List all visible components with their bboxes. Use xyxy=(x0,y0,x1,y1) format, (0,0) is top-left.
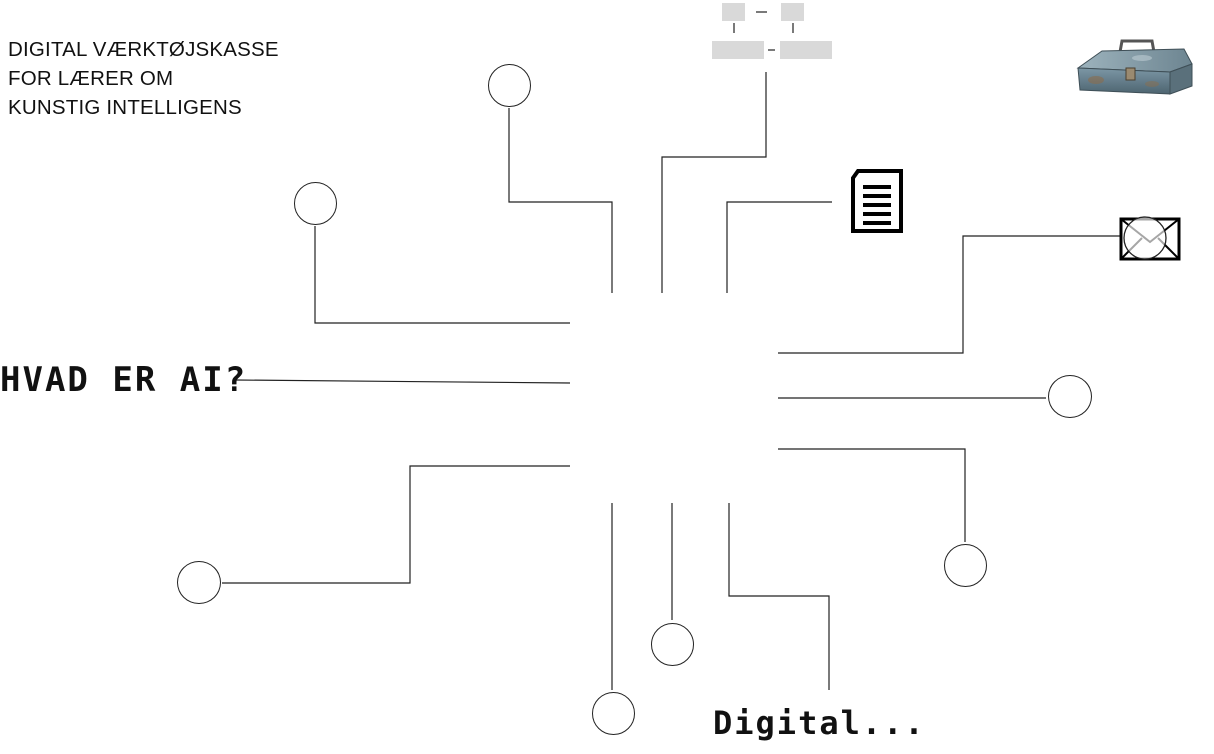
site-title-line: FOR LÆRER OM xyxy=(8,67,174,90)
placeholder-block xyxy=(781,3,804,21)
site-title-line: DIGITAL VÆRKTØJSKASSE xyxy=(8,38,279,61)
connector-line xyxy=(728,503,830,690)
connector-line xyxy=(778,448,966,542)
placeholder-block xyxy=(722,3,745,21)
circuit-node-right[interactable] xyxy=(1048,375,1092,418)
what-is-ai-link[interactable]: HVAD ER AI? xyxy=(0,360,248,400)
placeholder-block xyxy=(780,41,832,59)
toolbox-icon[interactable] xyxy=(1072,38,1196,98)
circuit-node-bottom-left[interactable] xyxy=(592,692,635,735)
circuit-node-left-upper[interactable] xyxy=(294,182,337,225)
connector-line xyxy=(661,72,767,293)
connector-line xyxy=(778,235,1120,354)
connector-line xyxy=(508,108,613,293)
document-icon[interactable] xyxy=(850,168,904,234)
site-title: DIGITAL VÆRKTØJSKASSE FOR LÆRER OM KUNST… xyxy=(8,35,279,122)
circuit-node-bottom-center[interactable] xyxy=(651,623,694,666)
connector-line xyxy=(222,465,570,584)
mail-icon[interactable] xyxy=(1119,216,1181,262)
site-title-line: KUNSTIG INTELLIGENS xyxy=(8,96,242,119)
circuit-node-top-left[interactable] xyxy=(488,64,531,107)
circuit-node-lower-left[interactable] xyxy=(177,561,221,604)
connector-line xyxy=(314,226,570,324)
digital-link[interactable]: Digital... xyxy=(713,704,926,742)
placeholder-block xyxy=(712,41,764,59)
connector-line xyxy=(235,379,571,384)
circuit-node-lower-right[interactable] xyxy=(944,544,987,587)
connector-line xyxy=(726,201,832,293)
